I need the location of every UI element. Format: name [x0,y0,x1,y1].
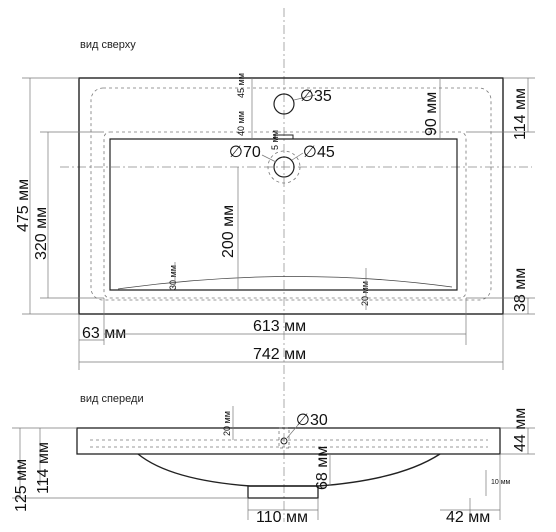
front-dim10-label: 10 мм [491,479,511,486]
front-dim42-label: 42 мм [446,509,490,526]
top-view-caption: вид сверху [80,39,136,51]
dia35-label: ∅35 [300,88,332,105]
dia45-label: ∅45 [303,144,335,161]
front-slab [76,427,501,455]
drain-outer-dashed [267,150,301,184]
dim63-label: 63 мм [82,325,126,342]
bowl-edge [103,131,467,299]
front-dim125-label: 125 мм [13,459,30,512]
dim38-label: 38 мм [512,268,529,312]
dia30-leader [286,424,299,439]
dim742-label: 742 мм [253,346,306,363]
front-dim44-label: 44 мм [512,408,529,452]
dim45-label: 45 мм [236,73,246,98]
dia70-leader [261,154,277,163]
drain-hole [273,156,295,178]
bowl-basin [109,138,458,291]
bowl-rim-dashed [90,87,492,301]
front-dim68-label: 68 мм [314,446,331,490]
front-dim20-label: 20 мм [222,411,232,436]
front-view-caption: вид спереди [80,393,144,405]
dim320-label: 320 мм [33,207,50,260]
dim475-label: 475 мм [15,179,32,232]
front-bowl [137,453,441,487]
front-dim110-label: 110 мм [256,509,308,526]
bowl-slope-curve [117,276,453,290]
front-dim114-label: 114 мм [35,442,52,494]
front-drain-outlet [247,485,319,499]
dim5-label: 5 мм [270,130,280,150]
slope20-label: 20 мм [360,281,370,306]
slope30-label: 30 мм [168,265,178,290]
overflow-slot [274,134,294,140]
dia35-leader [293,94,316,101]
tap-hole [273,93,295,115]
dia70-label: ∅70 [229,144,261,161]
front-dia30-circle [280,437,288,445]
sink-outline [78,77,504,315]
dim200-label: 200 мм [220,205,237,258]
dia45-leader [291,152,304,161]
dim114-label: 114 мм [512,88,529,140]
dim90-label: 90 мм [423,92,440,136]
dim40-label: 40 мм [236,111,246,136]
dia30-label: ∅30 [296,412,328,429]
dim613-label: 613 мм [253,318,306,335]
front-tap-hole [278,427,290,449]
